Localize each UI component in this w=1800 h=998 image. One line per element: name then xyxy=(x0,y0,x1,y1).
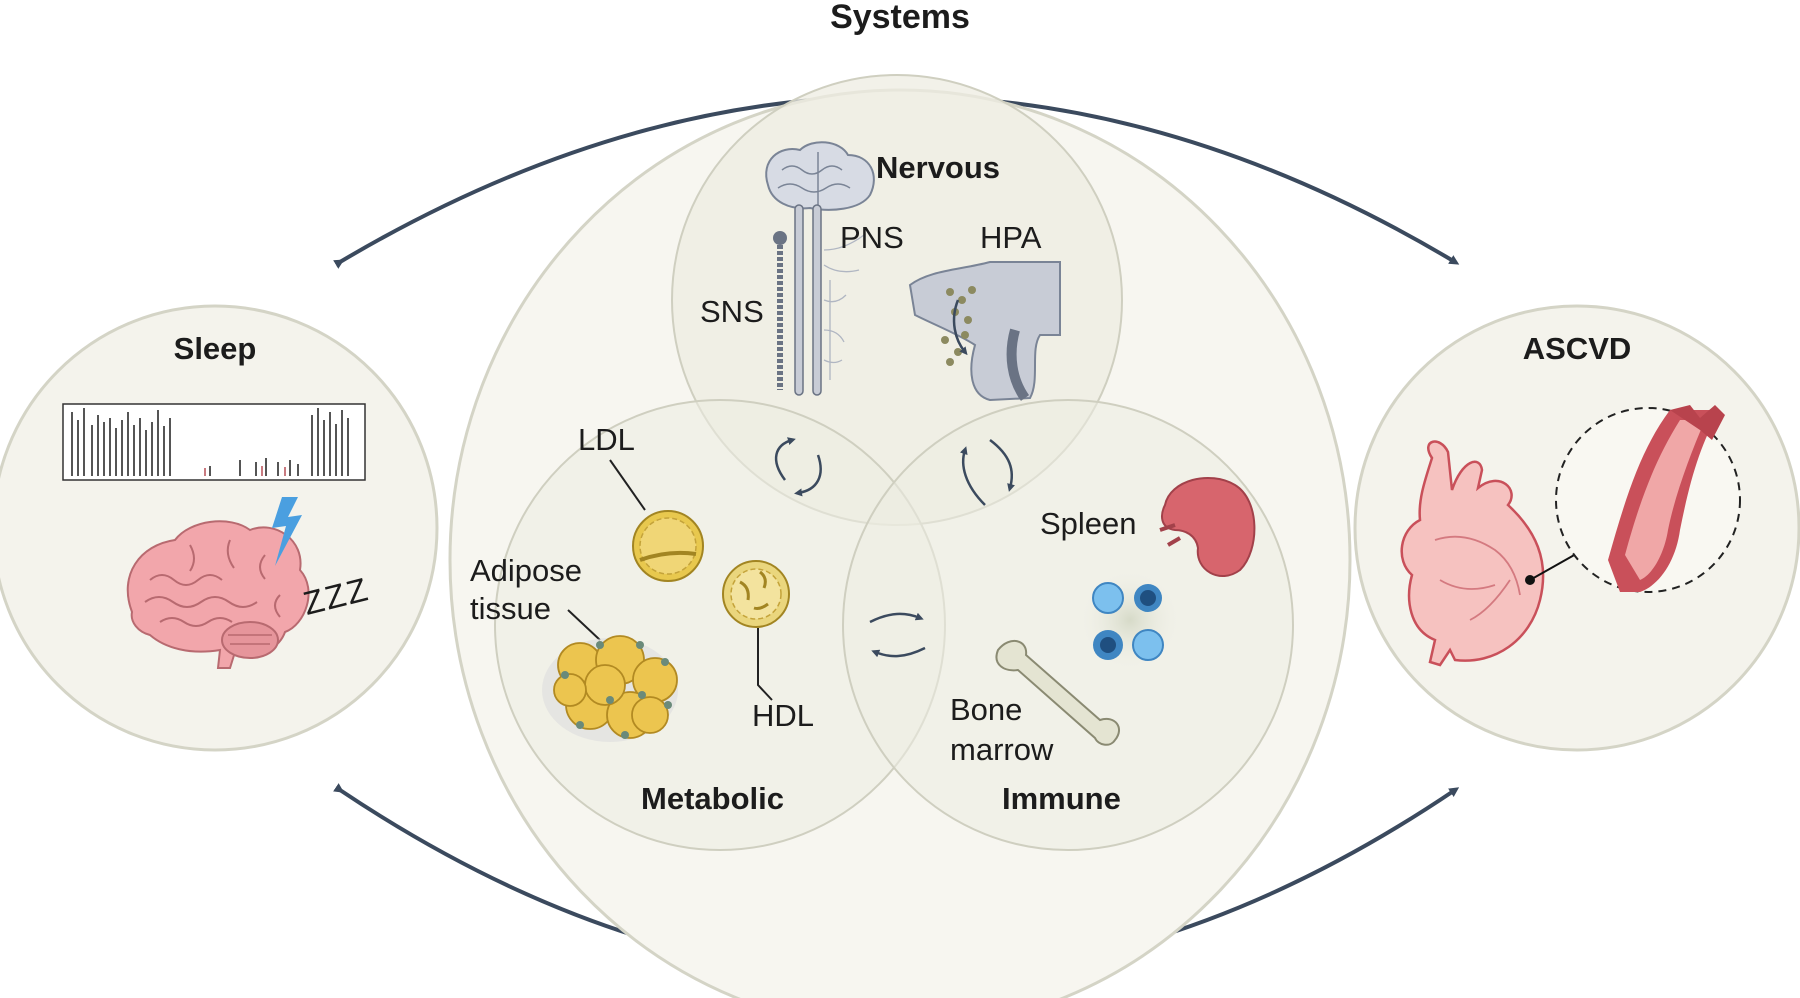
diagram-title: Systems xyxy=(830,0,970,36)
heart-icon xyxy=(1400,440,1545,667)
sleep-label: Sleep xyxy=(173,331,257,366)
adipose-label-line2: tissue xyxy=(470,591,551,626)
hdl-particle-icon xyxy=(722,560,790,701)
hpa-icon xyxy=(908,261,1061,402)
ascvd-label: ASCVD xyxy=(1522,331,1632,366)
cns-icon xyxy=(765,141,875,396)
nervous-label: Nervous xyxy=(876,150,1001,185)
sns-label: SNS xyxy=(700,294,764,329)
hdl-label: HDL xyxy=(752,698,815,733)
arrows-nervous-immune xyxy=(959,439,1015,506)
artery-icon xyxy=(1608,405,1725,592)
ldl-particle-icon xyxy=(609,459,704,582)
adipose-tissue-icon xyxy=(542,609,678,742)
immune-cells-icon xyxy=(1075,565,1185,675)
hpa-label: HPA xyxy=(980,220,1042,255)
ldl-label: LDL xyxy=(578,422,635,457)
lightning-icon xyxy=(272,497,302,566)
bone-marrow-label-line1: Bone xyxy=(950,692,1023,727)
bone-icon xyxy=(995,640,1120,746)
bone-marrow-label-line2: marrow xyxy=(950,732,1054,767)
pns-label: PNS xyxy=(840,220,904,255)
arrows-metabolic-immune xyxy=(869,612,926,658)
hypnogram-icon xyxy=(62,403,366,481)
arrows-nervous-metabolic xyxy=(774,437,822,497)
adipose-label-line1: Adipose xyxy=(470,553,583,588)
metabolic-label: Metabolic xyxy=(641,781,784,816)
spleen-label: Spleen xyxy=(1040,506,1137,541)
spleen-icon xyxy=(1159,476,1256,577)
immune-label: Immune xyxy=(1002,781,1121,816)
connector-dot xyxy=(1525,575,1535,585)
brain-icon xyxy=(126,520,310,669)
